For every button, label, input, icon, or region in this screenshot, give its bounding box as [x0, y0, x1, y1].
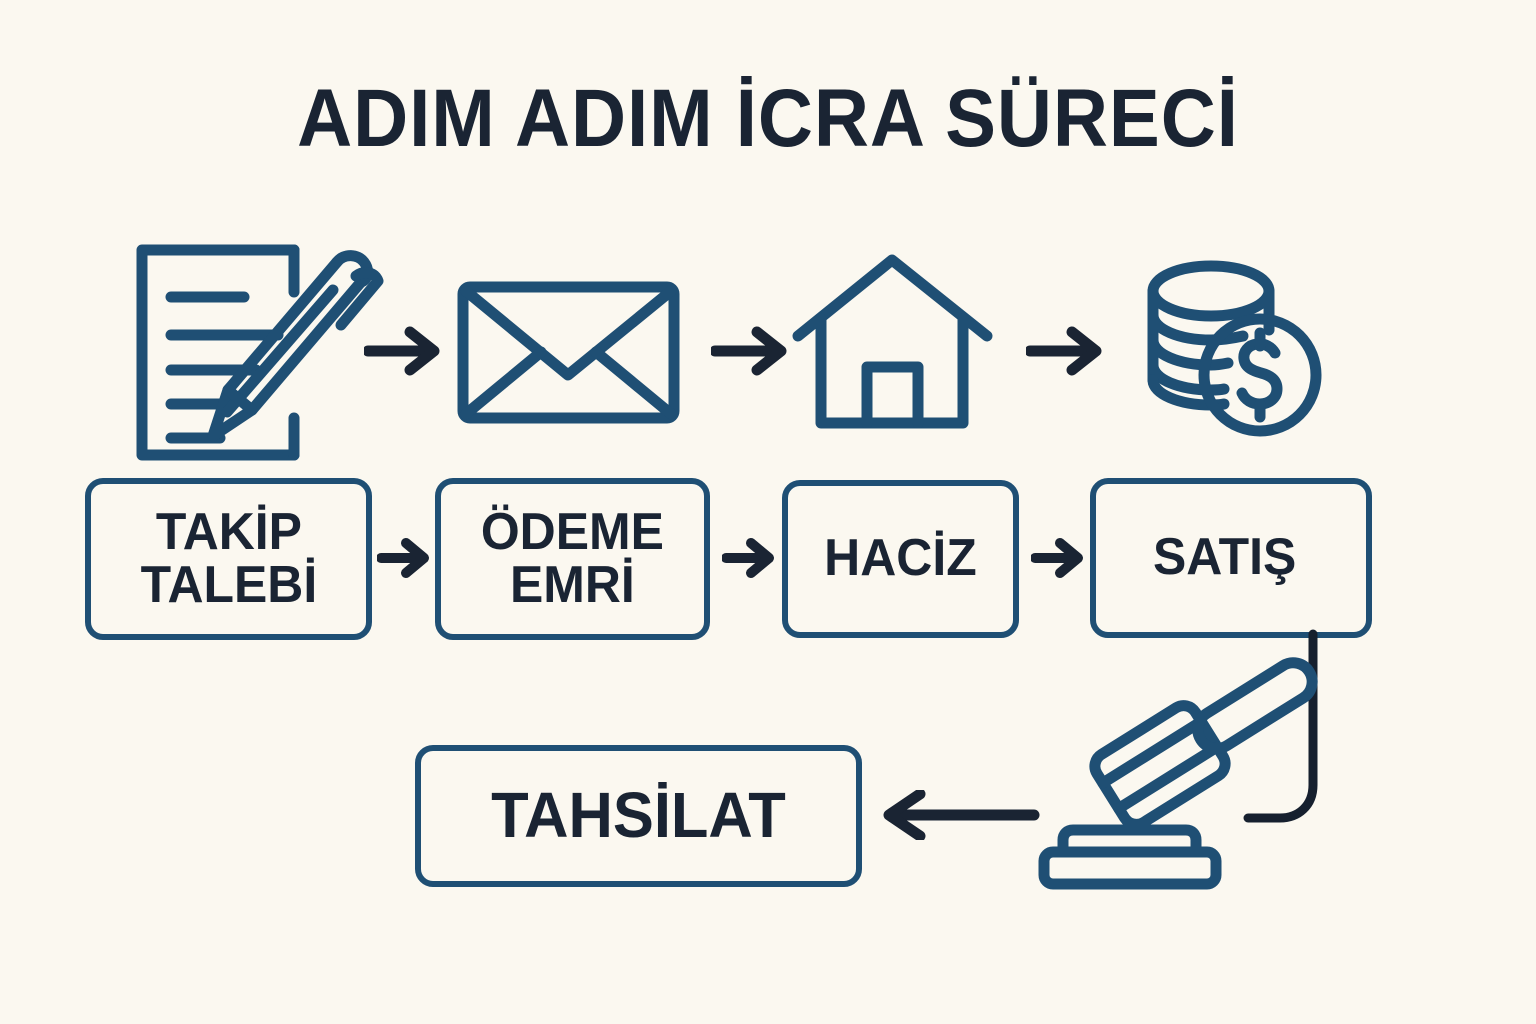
step-arrow-1 [377, 537, 432, 579]
coins-dollar-icon [1140, 258, 1330, 438]
envelope-icon [457, 281, 680, 424]
icon-arrow-1 [364, 326, 444, 376]
step-box-satis[interactable]: SATIŞ [1090, 478, 1372, 638]
step-arrow-2 [722, 537, 777, 579]
step-arrow-final [880, 790, 1040, 840]
document-pencil-icon [128, 240, 384, 465]
step-label-haciz: HACİZ [824, 529, 977, 588]
icon-arrow-2 [711, 326, 791, 376]
page-title: ADIM ADIM İCRA SÜRECİ [297, 73, 1239, 164]
icon-arrow-3 [1026, 326, 1106, 376]
step-label-satis: SATIŞ [1153, 528, 1297, 587]
step-label-takip-talebi: TAKİP TALEBİ [140, 502, 317, 614]
satis-to-gavel-connector [1240, 629, 1400, 840]
step-label-odeme-emri: ÖDEME EMRİ [480, 502, 665, 614]
step-box-takip-talebi[interactable]: TAKİP TALEBİ [85, 478, 372, 640]
house-icon [790, 253, 995, 429]
step-arrow-3 [1031, 537, 1086, 579]
step-box-haciz[interactable]: HACİZ [782, 480, 1019, 638]
step-box-odeme-emri[interactable]: ÖDEME EMRİ [435, 478, 710, 640]
gavel-icon [1038, 657, 1330, 890]
step-label-tahsilat: TAHSİLAT [491, 779, 786, 852]
step-box-tahsilat[interactable]: TAHSİLAT [415, 745, 862, 887]
